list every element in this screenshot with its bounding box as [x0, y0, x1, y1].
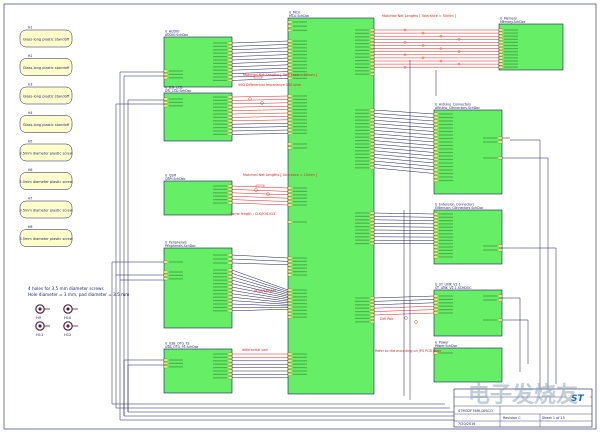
- svg-text:H5: H5: [28, 140, 32, 144]
- svg-text:H9: H9: [36, 316, 42, 320]
- svg-text:3.5mm diameter plastic screw: 3.5mm diameter plastic screw: [19, 180, 72, 184]
- annotation-lcd-diff: 50Ω Differential Impedance 100 ohm: [238, 83, 302, 87]
- annotation-lcd-length: Matched Net Lengths [ Tolerance = 10mm ]: [243, 73, 318, 77]
- hole-symbol-h10: H10: [64, 305, 78, 320]
- sheet-symbol-file: ST_LINK_V2-1.SCHDOC: [435, 286, 472, 290]
- svg-text:Glass-long plastic standoff: Glass-long plastic standoff: [23, 123, 70, 127]
- sheet-symbol-file: Arduino_Connectors.SchDoc: [435, 106, 480, 110]
- holes-note-line1: 4 holes for 3.5 mm diameter screws: [28, 286, 104, 291]
- title-block-date: 7/20/2016: [458, 422, 475, 426]
- sheet-symbol-file: Memory.SchDoc: [500, 20, 526, 24]
- annotation-qspi-note: Same length : CLK/IO0-IO3: [230, 212, 275, 216]
- svg-text:3.5mm diameter plastic screw: 3.5mm diameter plastic screw: [19, 151, 72, 155]
- mounting-hole-note: H5 3.5mm diameter plastic screw: [19, 140, 72, 162]
- svg-text:H12: H12: [64, 333, 71, 337]
- mounting-hole-note: H7 3.5mm diameter plastic screw: [19, 197, 72, 219]
- svg-text:Glass-long plastic standoff: Glass-long plastic standoff: [23, 66, 70, 70]
- sheet-symbol-file: QSPI.SchDoc: [165, 177, 186, 181]
- sheet-symbol-file: DSI_LCD.SchDoc: [165, 89, 192, 93]
- svg-text:3.5mm diameter plastic screw: 3.5mm diameter plastic screw: [19, 237, 72, 241]
- hole-symbol-h12: H12: [64, 322, 78, 337]
- title-block-rev: Revision C: [503, 416, 521, 420]
- svg-text:H10: H10: [64, 316, 72, 320]
- sheet-symbol-file: Extension_Connectors.SchDoc: [435, 206, 484, 210]
- sheet-symbols: U_MCUMCU.SchDocU_AUDIOAUDIO.SchDocU_DSI_…: [164, 11, 563, 395]
- hole-symbol-h11: H11: [36, 322, 50, 337]
- hole-symbol-h9: H9: [36, 305, 50, 320]
- svg-text:H7: H7: [28, 197, 32, 201]
- svg-text:H6: H6: [28, 168, 32, 172]
- annotation-usb-note: differential pair: [242, 348, 269, 352]
- annotation-qspi-length: Matched Net Lengths [ Tolerance = 10mm ]: [243, 173, 318, 177]
- svg-text:H8: H8: [28, 225, 32, 229]
- sheet-symbol-file: Peripherals.SchDoc: [165, 244, 196, 248]
- svg-text:H3: H3: [28, 83, 32, 87]
- sheet-symbol-file: Power.SchDoc: [435, 344, 458, 348]
- svg-text:Glass-long plastic standoff: Glass-long plastic standoff: [23, 37, 70, 41]
- annotation-stlink-note: Refer to the mounting on JP3 PCB page: [375, 349, 441, 353]
- sheet-symbol-file: AUDIO.SchDoc: [165, 33, 189, 37]
- svg-text:H1: H1: [28, 26, 32, 30]
- svg-text:H4: H4: [28, 111, 32, 115]
- mounting-hole-note: H6 3.5mm diameter plastic screw: [19, 168, 72, 190]
- title-block-title: STM32F769I-DISCO: [458, 409, 493, 413]
- annotation-mem-length: Matched Net Lengths [ Tolerance = 50mm ]: [382, 14, 457, 18]
- holes-note-line2: Hole diameter = 3 mm, pad diameter = 3.5…: [28, 292, 129, 297]
- sheet-symbol-file: MCU.SchDoc: [289, 14, 310, 18]
- svg-text:Glass-long plastic standoff: Glass-long plastic standoff: [23, 94, 70, 98]
- watermark: 电子发烧友: [468, 382, 578, 408]
- svg-text:H2: H2: [28, 54, 32, 58]
- mounting-hole-note: H8 3.5mm diameter plastic screw: [19, 225, 72, 247]
- title-block-sheet: Sheet 1 of 15: [542, 416, 565, 420]
- sheet-symbol-file: USB_OTG_FS.SchDoc: [165, 345, 199, 349]
- annotation-sdio: SDIO/SDRAM: [254, 289, 276, 293]
- svg-text:H11: H11: [36, 333, 43, 337]
- annotation-diffpair: Diff Pair: [380, 317, 394, 321]
- svg-text:3.5mm diameter plastic screw: 3.5mm diameter plastic screw: [19, 208, 72, 212]
